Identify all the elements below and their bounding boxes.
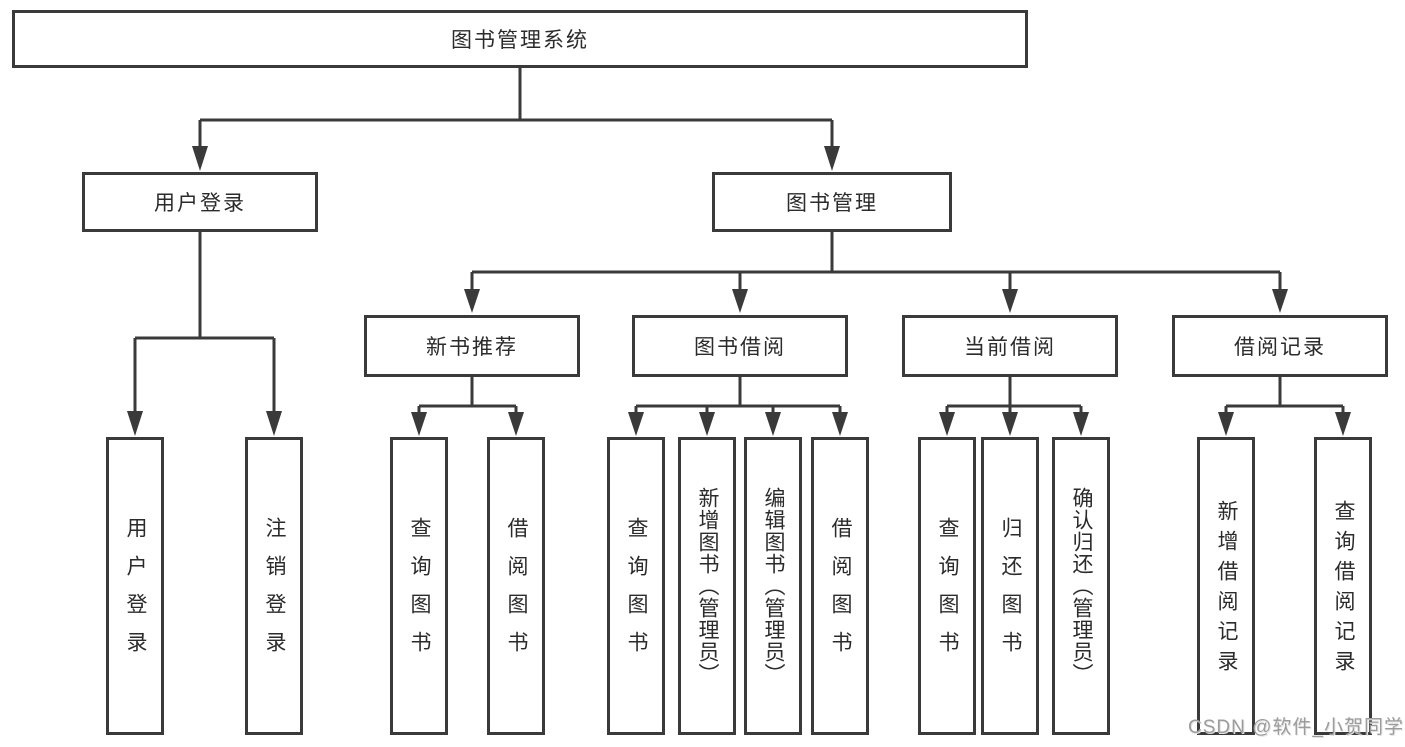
node-library-management-system: 图书管理系统 xyxy=(12,10,1028,68)
node-book-management: 图书管理 xyxy=(712,172,952,232)
arrow-down-icon xyxy=(192,146,208,171)
arrow-down-icon xyxy=(1002,289,1018,313)
arrow-down-icon xyxy=(765,412,781,436)
arrow-down-icon xyxy=(508,412,524,436)
node-user-login: 用户登录 xyxy=(82,172,318,232)
node-new-book-recommend: 新书推荐 xyxy=(364,315,580,377)
leaf-return-books: 归还图书 xyxy=(981,437,1039,735)
leaf-query-books: 查询图书 xyxy=(390,437,448,735)
arrow-down-icon xyxy=(1002,412,1018,436)
leaf-edit-books-admin: 编辑图书（管理员） xyxy=(744,437,802,735)
node-current-borrowing: 当前借阅 xyxy=(902,315,1118,377)
csdn-watermark: CSDN @软件_小贺同学 xyxy=(1188,717,1404,738)
arrow-down-icon xyxy=(824,146,840,171)
leaf-logout: 注销登录 xyxy=(245,437,303,735)
leaf-confirm-return-admin: 确认归还（管理员） xyxy=(1052,437,1110,735)
leaf-query-books: 查询图书 xyxy=(607,437,665,735)
node-borrowing-records: 借阅记录 xyxy=(1172,315,1388,377)
arrow-down-icon xyxy=(464,289,480,313)
arrow-down-icon xyxy=(832,412,848,436)
arrow-down-icon xyxy=(127,411,143,436)
leaf-add-borrow-record: 新增借阅记录 xyxy=(1197,437,1255,735)
leaf-borrow-books: 借阅图书 xyxy=(487,437,545,735)
arrow-down-icon xyxy=(732,289,748,313)
arrow-down-icon xyxy=(939,412,955,436)
arrow-down-icon xyxy=(411,412,427,436)
leaf-user-login: 用户登录 xyxy=(106,437,164,735)
arrow-down-icon xyxy=(1335,412,1351,436)
arrow-down-icon xyxy=(266,411,282,436)
leaf-query-books: 查询图书 xyxy=(918,437,976,735)
arrow-down-icon xyxy=(1073,412,1089,436)
arrow-down-icon xyxy=(1218,412,1234,436)
node-book-borrowing: 图书借阅 xyxy=(632,315,848,377)
leaf-borrow-books: 借阅图书 xyxy=(811,437,869,735)
arrow-down-icon xyxy=(628,412,644,436)
arrow-down-icon xyxy=(699,412,715,436)
arrowheads xyxy=(127,146,1351,436)
connector-paths xyxy=(133,68,1345,420)
arrow-down-icon xyxy=(1272,289,1288,313)
leaf-query-borrow-record: 查询借阅记录 xyxy=(1314,437,1372,735)
leaf-add-books-admin: 新增图书（管理员） xyxy=(678,437,736,735)
